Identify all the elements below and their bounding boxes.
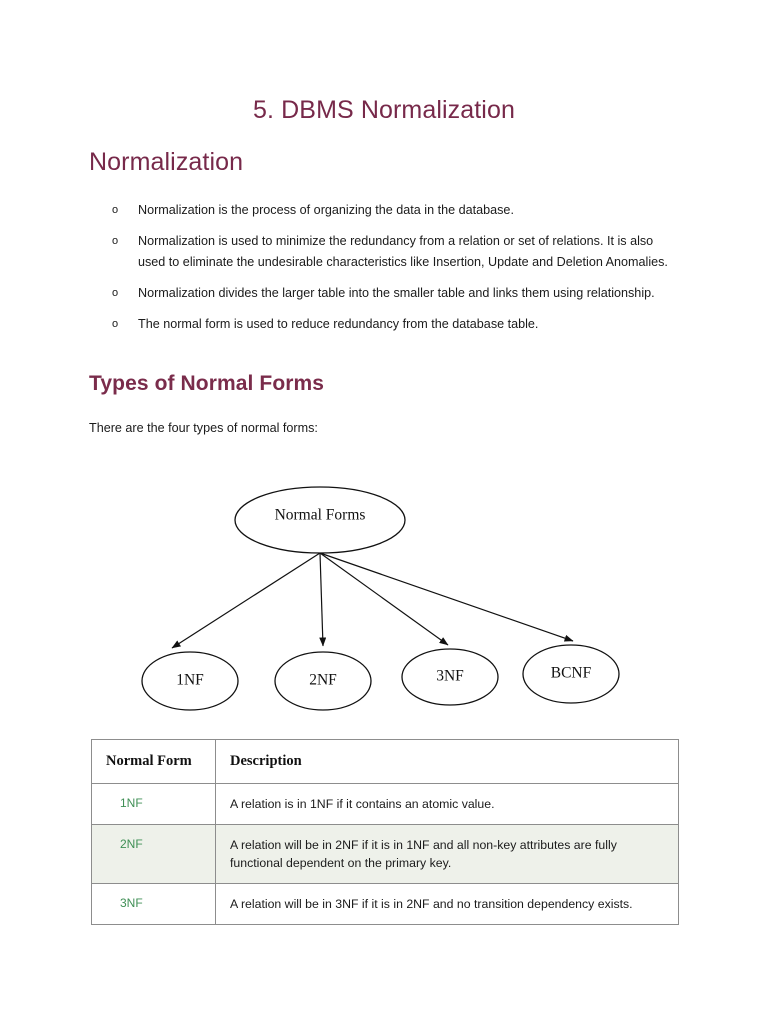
list-item-text: The normal form is used to reduce redund… [138,317,539,331]
intro-paragraph: There are the four types of normal forms… [89,421,318,435]
cell-normal-form: 3NF [91,883,216,925]
bullet-circle-icon: o [112,235,119,247]
connector-to-3nf [319,552,449,646]
bullet-circle-icon: o [112,287,119,299]
cell-description: A relation will be in 3NF if it is in 2N… [215,883,679,925]
diagram-node-2nf: 2NF [274,651,372,711]
table-row: 2NF A relation will be in 2NF if it is i… [91,824,679,884]
diagram-node-3nf: 3NF [401,648,499,706]
cell-description: A relation will be in 2NF if it is in 1N… [215,824,679,884]
normalization-bullet-list: o Normalization is the process of organi… [108,200,683,345]
diagram-node-2nf-label: 2NF [309,672,337,689]
cell-description: A relation is in 1NF if it contains an a… [215,783,679,825]
normal-forms-diagram: Normal Forms 1NF 2NF 3NF BCNF [130,478,650,724]
subsection-heading-types-of-normal-forms: Types of Normal Forms [89,372,325,395]
list-item-text: Normalization is the process of organizi… [138,203,514,217]
normal-forms-table: Normal Form Description 1NF A relation i… [91,739,679,925]
bullet-circle-icon: o [112,204,119,216]
list-item-text: Normalization divides the larger table i… [138,286,655,300]
bullet-circle-icon: o [112,318,119,330]
column-header-description: Description [215,739,679,784]
diagram-node-3nf-label: 3NF [436,668,464,685]
connector-to-bcnf [319,552,574,642]
table-header-row: Normal Form Description [91,739,679,784]
diagram-node-root: Normal Forms [234,486,406,554]
connector-to-1nf [171,552,321,649]
section-heading-normalization: Normalization [89,148,244,176]
list-item: o The normal form is used to reduce redu… [108,314,683,335]
table-row: 1NF A relation is in 1NF if it contains … [91,783,679,825]
diagram-node-bcnf: BCNF [522,644,620,704]
diagram-node-root-label: Normal Forms [275,507,366,524]
diagram-connectors [171,552,574,649]
table-row: 3NF A relation will be in 3NF if it is i… [91,883,679,925]
list-item-text: Normalization is used to minimize the re… [138,234,668,269]
diagram-node-1nf: 1NF [141,651,239,711]
column-header-normal-form: Normal Form [91,739,216,784]
list-item: o Normalization is the process of organi… [108,200,683,221]
cell-normal-form: 2NF [91,824,216,884]
page-title: 5. DBMS Normalization [253,96,515,124]
list-item: o Normalization is used to minimize the … [108,231,683,273]
list-item: o Normalization divides the larger table… [108,283,683,304]
diagram-node-bcnf-label: BCNF [551,665,592,682]
connector-to-2nf [319,552,327,647]
diagram-node-1nf-label: 1NF [176,672,204,689]
cell-normal-form: 1NF [91,783,216,825]
